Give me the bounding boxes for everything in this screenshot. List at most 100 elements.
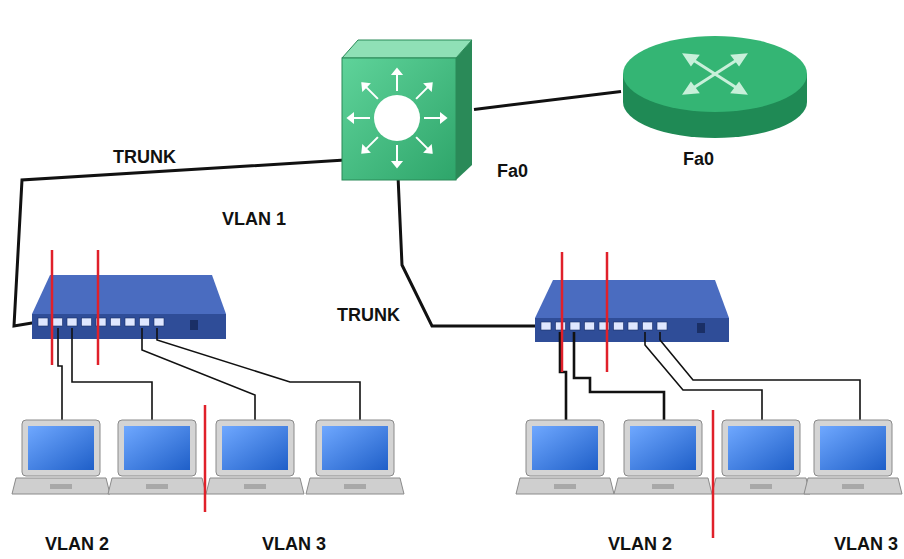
switch-port bbox=[140, 318, 150, 326]
laptop bbox=[316, 420, 394, 476]
laptop bbox=[630, 426, 696, 470]
router bbox=[623, 36, 807, 112]
switch-port bbox=[570, 322, 580, 330]
trunk-wire bbox=[398, 176, 548, 326]
access-cable bbox=[660, 332, 860, 420]
laptop bbox=[652, 484, 674, 489]
multilayer-switch bbox=[348, 114, 353, 122]
vlan-separator bbox=[204, 405, 207, 512]
vlan-label: VLAN 1 bbox=[222, 210, 286, 230]
vlan-separator bbox=[606, 252, 609, 372]
multilayer-switch bbox=[393, 69, 401, 74]
switch-port bbox=[53, 318, 63, 326]
switch-port bbox=[657, 322, 667, 330]
laptop bbox=[306, 478, 404, 494]
switch-port bbox=[38, 318, 48, 326]
laptop bbox=[12, 478, 110, 494]
multilayer-switch bbox=[424, 117, 441, 119]
laptop bbox=[206, 420, 304, 494]
laptop bbox=[22, 420, 100, 476]
access-cable bbox=[157, 328, 360, 420]
router bbox=[685, 55, 745, 93]
switch-port bbox=[585, 322, 595, 330]
laptop bbox=[28, 426, 94, 470]
laptop bbox=[306, 420, 404, 494]
router bbox=[685, 55, 697, 64]
laptop bbox=[814, 420, 892, 476]
laptop bbox=[50, 484, 72, 489]
laptop bbox=[804, 478, 902, 494]
laptop bbox=[516, 420, 614, 494]
laptop bbox=[526, 420, 604, 476]
multilayer-switch bbox=[393, 162, 401, 167]
switch-port bbox=[125, 318, 135, 326]
multilayer-switch bbox=[425, 146, 431, 152]
access-switch bbox=[535, 280, 729, 342]
laptop bbox=[804, 420, 902, 494]
laptop bbox=[206, 478, 304, 494]
laptop bbox=[118, 420, 196, 476]
laptop bbox=[244, 484, 266, 489]
laptop bbox=[12, 420, 110, 494]
laptop bbox=[222, 426, 288, 470]
laptop bbox=[712, 478, 810, 494]
access-switch bbox=[32, 275, 226, 314]
switch-port bbox=[67, 318, 77, 326]
laptop bbox=[516, 478, 614, 494]
access-cable bbox=[574, 332, 664, 420]
access-cable bbox=[58, 328, 62, 420]
multilayer-switch bbox=[362, 146, 368, 152]
router bbox=[690, 58, 740, 90]
laptop bbox=[624, 420, 702, 476]
router bbox=[733, 84, 745, 93]
laptop bbox=[728, 426, 794, 470]
laptop bbox=[108, 420, 206, 494]
multilayer-switch bbox=[342, 40, 472, 180]
router bbox=[685, 84, 697, 93]
trunk-label: TRUNK bbox=[337, 306, 400, 326]
trunk-wire bbox=[14, 160, 548, 326]
multilayer-switch bbox=[425, 83, 431, 89]
laptop bbox=[216, 420, 294, 476]
router bbox=[733, 55, 745, 64]
laptop bbox=[12, 420, 902, 494]
multilayer-switch bbox=[353, 117, 370, 119]
multilayer-switch bbox=[374, 95, 420, 141]
switch-port bbox=[556, 322, 566, 330]
trunk-wire bbox=[14, 160, 345, 326]
vlan-label: VLAN 2 bbox=[608, 535, 672, 555]
access-switch bbox=[190, 320, 198, 330]
router bbox=[690, 58, 740, 90]
interface-label: Fa0 bbox=[497, 162, 528, 182]
laptop bbox=[712, 420, 810, 494]
switch-port bbox=[614, 322, 624, 330]
multilayer-switch-node: Fa0 bbox=[340, 38, 474, 182]
switch-port bbox=[643, 322, 653, 330]
laptop bbox=[554, 484, 576, 489]
vlan-label: VLAN 3 bbox=[834, 535, 898, 555]
multilayer-switch bbox=[456, 40, 472, 180]
access-cable bbox=[58, 328, 860, 420]
access-switch bbox=[32, 314, 226, 339]
multilayer-switch bbox=[416, 87, 428, 99]
access-switch bbox=[32, 275, 226, 339]
switch-port bbox=[628, 322, 638, 330]
vlan-separator bbox=[97, 250, 100, 365]
multilayer-switch bbox=[348, 69, 446, 167]
vlan-label: VLAN 3 bbox=[262, 535, 326, 555]
multilayer-switch bbox=[416, 137, 428, 149]
laptop bbox=[146, 484, 168, 489]
multilayer-switch bbox=[366, 137, 378, 149]
laptop bbox=[820, 426, 886, 470]
trunk-label: TRUNK bbox=[113, 148, 176, 168]
laptop bbox=[614, 420, 712, 494]
laptop bbox=[532, 426, 598, 470]
vlan-separator bbox=[51, 250, 54, 365]
access-cable bbox=[72, 328, 152, 420]
laptop bbox=[124, 426, 190, 470]
laptop bbox=[344, 484, 366, 489]
multilayer-switch bbox=[441, 114, 446, 122]
switch-port bbox=[541, 322, 551, 330]
vlan-label: VLAN 2 bbox=[45, 535, 109, 555]
